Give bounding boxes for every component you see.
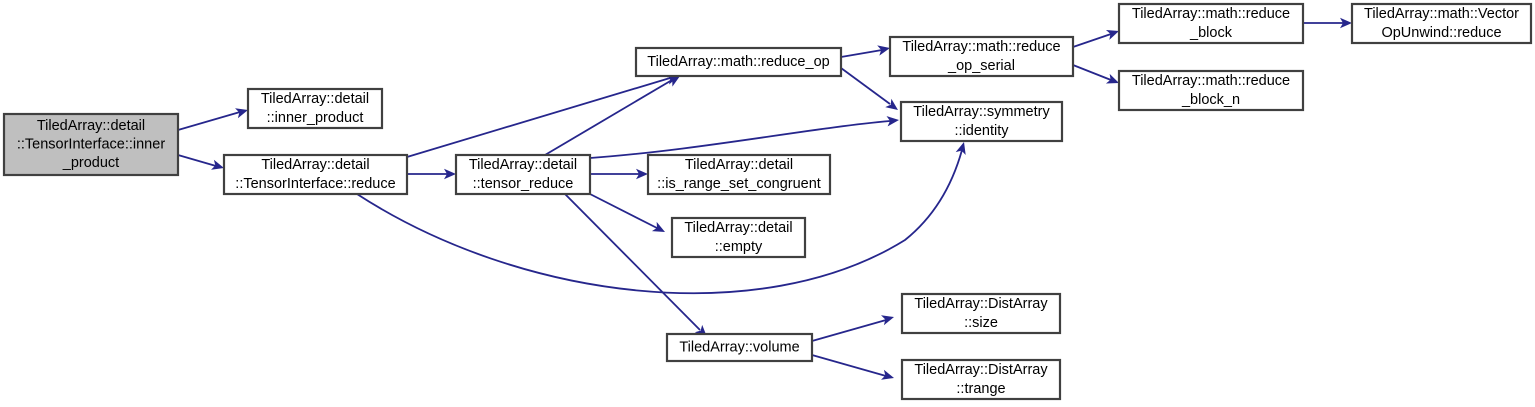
edge-arrowhead — [235, 108, 248, 119]
edge-arrowhead — [881, 315, 894, 326]
node-box[interactable] — [665, 332, 814, 363]
call-edge — [177, 108, 248, 131]
node-box[interactable] — [899, 100, 1064, 143]
node-label: TiledArray::detail::tensor_reduce — [469, 157, 577, 192]
graph-node-reduce_block[interactable]: TiledArray::math::reduce_block — [1117, 2, 1305, 45]
call-edge — [589, 116, 899, 159]
node-label: TiledArray::symmetry::identity — [913, 104, 1050, 139]
edge-line — [356, 149, 963, 295]
node-label: TiledArray::detail::TensorInterface::red… — [235, 157, 395, 192]
graph-node-distarray_size[interactable]: TiledArray::DistArray::size — [900, 292, 1062, 335]
edge-line — [811, 319, 887, 342]
graph-node-tensorinterface_reduce[interactable]: TiledArray::detail::TensorInterface::red… — [222, 153, 409, 196]
graph-node-tensor_reduce[interactable]: TiledArray::detail::tensor_reduce — [454, 153, 592, 196]
call-edge — [589, 193, 665, 232]
nodes-layer: TiledArray::detail::TensorInterface::inn… — [2, 2, 1533, 401]
edge-arrowhead — [885, 98, 898, 110]
call-edge — [406, 74, 679, 158]
node-box[interactable] — [454, 153, 592, 196]
node-box[interactable] — [246, 87, 384, 130]
edge-line — [840, 49, 883, 58]
edge-line — [406, 77, 671, 158]
edge-arrowhead — [211, 159, 224, 170]
edge-arrowhead — [1105, 73, 1119, 84]
node-label: TiledArray::detail::is_range_set_congrue… — [657, 157, 821, 192]
edge-line — [589, 120, 891, 159]
graph-node-reduce_block_n[interactable]: TiledArray::math::reduce_block_n — [1117, 69, 1305, 112]
call-edge — [177, 154, 224, 170]
call-edge — [407, 168, 456, 180]
edge-line — [811, 354, 887, 377]
call-edge — [840, 45, 890, 58]
node-label: TiledArray::math::reduce_op — [647, 54, 829, 70]
node-box[interactable] — [670, 216, 807, 259]
graph-node-reduce_op[interactable]: TiledArray::math::reduce_op — [634, 46, 843, 78]
graph-node-inner_product_root[interactable]: TiledArray::detail::TensorInterface::inn… — [2, 112, 180, 177]
call-edge — [840, 67, 898, 110]
edge-arrowhead — [881, 369, 894, 380]
node-label: TiledArray::math::reduce_block — [1132, 6, 1290, 41]
edge-line — [544, 79, 673, 156]
node-label: TiledArray::DistArray::size — [914, 296, 1048, 331]
call-edge — [811, 315, 894, 342]
node-label: TiledArray::detail::inner_product — [261, 91, 369, 126]
edge-line — [1072, 64, 1112, 81]
call-edge — [590, 168, 648, 180]
edge-line — [1072, 33, 1112, 48]
edge-arrowhead — [886, 116, 899, 127]
graph-node-detail_empty[interactable]: TiledArray::detail::empty — [670, 216, 807, 259]
edge-arrowhead — [636, 168, 648, 180]
edge-line — [177, 111, 241, 131]
graph-node-distarray_trange[interactable]: TiledArray::DistArray::trange — [900, 358, 1062, 401]
edge-line — [177, 154, 217, 167]
edges-layer — [177, 17, 1352, 380]
node-box[interactable] — [222, 153, 409, 196]
node-box[interactable] — [1117, 69, 1305, 112]
call-edge — [811, 354, 894, 380]
node-label: TiledArray::detail::TensorInterface::inn… — [17, 118, 165, 171]
node-box[interactable] — [646, 153, 832, 196]
node-box[interactable] — [900, 358, 1062, 401]
call-edge — [564, 193, 707, 337]
edge-arrowhead — [955, 142, 966, 155]
node-label: TiledArray::detail::empty — [684, 220, 792, 255]
node-box[interactable] — [1117, 2, 1305, 45]
edge-arrowhead — [651, 221, 665, 232]
edge-line — [564, 193, 701, 331]
graph-node-symmetry_identity[interactable]: TiledArray::symmetry::identity — [899, 100, 1064, 143]
graph-node-is_range_set_congruent[interactable]: TiledArray::detail::is_range_set_congrue… — [646, 153, 832, 196]
node-box[interactable] — [2, 112, 180, 177]
call-edge — [1072, 29, 1119, 48]
call-edge — [356, 142, 966, 295]
edge-line — [589, 193, 658, 229]
edge-arrowhead — [877, 45, 890, 56]
edge-arrowhead — [1340, 17, 1352, 29]
node-label: TiledArray::math::reduce_op_serial — [902, 39, 1060, 74]
call-edge — [544, 76, 680, 156]
graph-node-reduce_op_serial[interactable]: TiledArray::math::reduce_op_serial — [888, 35, 1075, 78]
node-box[interactable] — [888, 35, 1075, 78]
node-label: TiledArray::volume — [679, 339, 799, 355]
node-label: TiledArray::DistArray::trange — [914, 362, 1048, 397]
node-box[interactable] — [900, 292, 1062, 335]
edge-arrowhead — [667, 76, 680, 87]
call-edge — [1072, 64, 1119, 84]
graph-node-detail_inner_product[interactable]: TiledArray::detail::inner_product — [246, 87, 384, 130]
graph-node-volume[interactable]: TiledArray::volume — [665, 332, 814, 363]
node-label: TiledArray::math::reduce_block_n — [1132, 73, 1290, 108]
call-edge — [1303, 17, 1352, 29]
node-box[interactable] — [1350, 2, 1533, 45]
node-box[interactable] — [634, 46, 843, 78]
edge-arrowhead — [444, 168, 456, 180]
edge-line — [840, 67, 891, 105]
edge-arrowhead — [1105, 29, 1119, 40]
